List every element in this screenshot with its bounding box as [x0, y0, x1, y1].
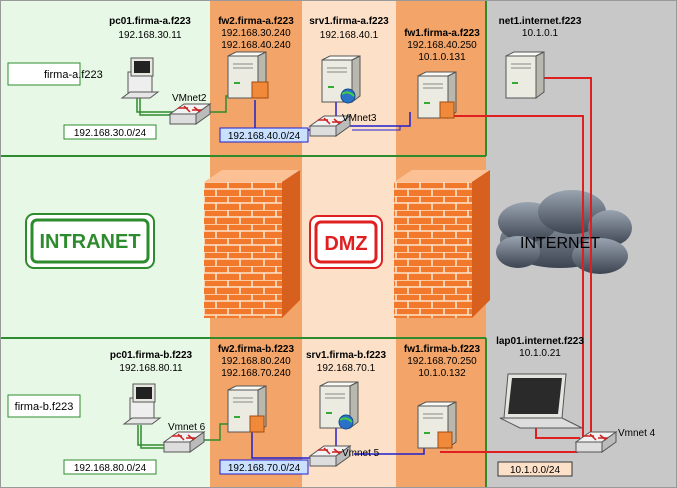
zone-label-firma-b: firma-b.f223	[15, 401, 74, 413]
zone-label-firma-a: firma-a.f223	[44, 69, 103, 81]
internet-label: INTERNET	[520, 235, 600, 252]
vmnet4-label: Vmnet 4	[618, 428, 656, 439]
net1-name: net1.internet.f223	[499, 16, 582, 27]
pc01-a-name: pc01.firma-a.f223	[109, 16, 191, 27]
fw1-b-ip2: 10.1.0.132	[418, 368, 466, 379]
srv1-a-server-icon	[321, 55, 361, 104]
fw2-a-ip2: 192.168.40.240	[221, 40, 291, 51]
dmz-label: DMZ	[324, 233, 367, 255]
lap01-name: lap01.internet.f223	[496, 336, 584, 347]
srv1-b-name: srv1.firma-b.f223	[306, 350, 386, 361]
fw2-b-ip2: 192.168.70.240	[221, 368, 291, 379]
firewall-wall-left	[204, 170, 300, 318]
srv1-a-name: srv1.firma-a.f223	[309, 16, 389, 27]
subnet-40-label: 192.168.40.0/24	[228, 131, 301, 142]
intranet-label: INTRANET	[39, 231, 140, 253]
subnet-inet-label: 10.1.0.0/24	[510, 465, 560, 476]
vmnet6-label: Vmnet 6	[168, 422, 206, 433]
lap01-ip: 10.1.0.21	[519, 348, 561, 359]
pc01-b-name: pc01.firma-b.f223	[110, 350, 193, 361]
subnet-70-label: 192.168.70.0/24	[228, 463, 301, 474]
lap01-laptop-icon	[499, 373, 583, 429]
srv1-b-server-icon	[319, 381, 359, 430]
srv1-b-ip: 192.168.70.1	[317, 363, 376, 374]
firewall-wall-right	[394, 170, 490, 318]
vmnet3-label: VMnet3	[342, 113, 377, 124]
fw1-b-server-icon	[417, 401, 457, 449]
vmnet5-label: Vmnet 5	[342, 448, 380, 459]
pc01-b-ip: 192.168.80.11	[119, 363, 183, 374]
subnet-80-label: 192.168.80.0/24	[74, 463, 147, 474]
fw2-a-name: fw2.firma-a.f223	[218, 16, 294, 27]
fw1-a-name: fw1.firma-a.f223	[404, 28, 480, 39]
fw2-a-server-icon	[227, 51, 269, 99]
subnet-30-label: 192.168.30.0/24	[74, 128, 147, 139]
vmnet2-label: VMnet2	[172, 93, 207, 104]
fw1-a-ip1: 192.168.40.250	[407, 40, 477, 51]
fw2-a-ip1: 192.168.30.240	[221, 28, 291, 39]
srv1-a-ip: 192.168.40.1	[320, 30, 379, 41]
fw1-a-ip2: 10.1.0.131	[418, 52, 466, 63]
fw1-a-server-icon	[417, 71, 457, 119]
fw1-b-ip1: 192.168.70.250	[407, 356, 477, 367]
fw2-b-ip1: 192.168.80.240	[221, 356, 291, 367]
pc01-a-ip: 192.168.30.11	[118, 30, 182, 41]
fw1-b-name: fw1.firma-b.f223	[404, 344, 481, 355]
fw2-b-name: fw2.firma-b.f223	[218, 344, 295, 355]
net1-server-icon	[505, 51, 545, 99]
fw2-b-server-icon	[227, 385, 267, 433]
net1-ip: 10.1.0.1	[522, 28, 559, 39]
